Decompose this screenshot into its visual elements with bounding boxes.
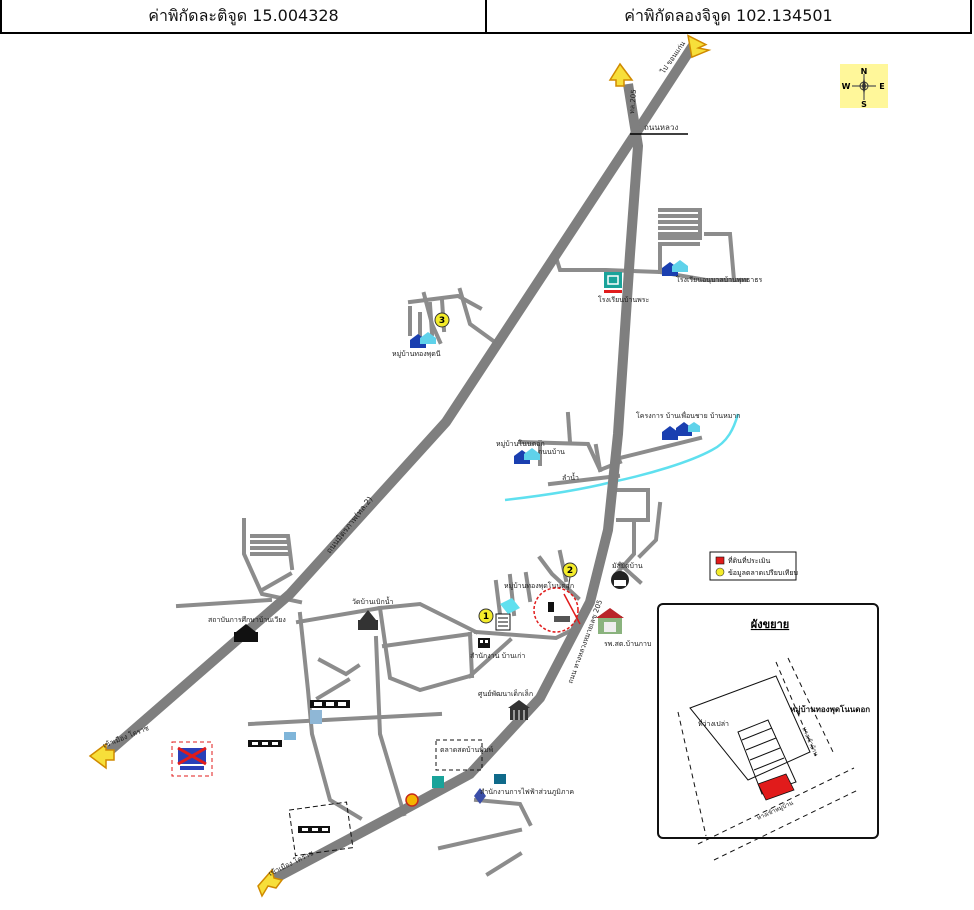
parcel-shape	[500, 598, 520, 614]
village-subject-label: หมู่บ้านทองพุดโนนดอก	[504, 581, 574, 590]
school-left-label: สถาบันการศึกษาบ้านเวียง	[208, 615, 286, 624]
compass-s: S	[861, 100, 867, 109]
school-logo-icon	[171, 741, 213, 777]
legend-comparable-label: ข้อมูลตลาดเปรียบเทียบ	[728, 569, 798, 577]
marker-1-label: 1	[483, 612, 489, 622]
compass-rose: N S E W	[840, 64, 888, 109]
compass-n: N	[861, 67, 868, 76]
arrow-khon-kaen	[687, 34, 712, 59]
road-arrows	[88, 34, 712, 898]
arrow-south	[257, 868, 284, 898]
school-top-icon	[604, 272, 622, 293]
route-205-label: ทล.205	[628, 89, 638, 114]
office-label: สำนักงาน บ้านเก่า	[470, 652, 525, 660]
school-village-label: โรงเรียนอนุบาลบ้านพุทธาธร	[676, 275, 762, 284]
inset-subject-plot	[757, 773, 795, 801]
river-label: ลำน้ำ	[562, 471, 579, 482]
school-top-label: โรงเรียนบ้านพระ	[598, 295, 650, 304]
minor-roads	[175, 208, 748, 877]
market-label: ตลาดสดบ้านพิมพ์	[440, 746, 494, 754]
temple-label: วัดบ้านเบิกน้ำ	[352, 595, 393, 606]
gas-station-icon	[405, 774, 506, 807]
house-icon	[410, 332, 436, 348]
major-roads	[102, 41, 699, 885]
compass-e: E	[879, 82, 884, 91]
legend-subject-label: ที่ดินที่ประเมิน	[728, 556, 771, 565]
housing-right-label: โครงการ บ้านเพื่อนชาย บ้านหมาก	[636, 411, 741, 420]
arrow-north	[608, 62, 634, 87]
gas-station-label: สำนักงานการไฟฟ้าส่วนภูมิภาค	[480, 787, 574, 796]
coordinate-header: ค่าพิกัดละติจูด 15.004328 ค่าพิกัดลองจิจ…	[0, 0, 972, 34]
market-area	[435, 739, 483, 771]
inset-village-label: หมู่บ้านทองพุดโนนดอก	[790, 704, 870, 715]
inset-plot-label: ที่ว่างเปล่า	[698, 719, 729, 728]
office-icon	[478, 638, 490, 648]
marker-2-label: 2	[567, 566, 573, 576]
comparable-marker-2: 2	[562, 562, 578, 591]
mosque-icon	[611, 571, 629, 589]
building-blocks	[248, 700, 350, 833]
location-map: ถนนหลวง ถนนมิตรภาพ(ทล.2) ไป ขอนแก่น เข้า…	[88, 34, 888, 898]
latitude-cell: ค่าพิกัดละติจูด 15.004328	[148, 5, 339, 25]
top-road-label: ถนนหลวง	[644, 123, 678, 132]
inset-title: ผังขยาย	[751, 618, 789, 631]
health-center-icon	[596, 608, 624, 634]
village-3-label: หมู่บ้านทองพุดนี	[392, 350, 441, 358]
comparable-marker-3: 3	[434, 312, 450, 328]
to-korat-left-label: เข้าเมือง โคราช	[101, 723, 150, 750]
comparable-marker-1: 1	[478, 608, 494, 624]
temple-icon	[358, 610, 378, 630]
compass-w: W	[842, 82, 851, 91]
mosque-label: มัสยิดบ้าน	[612, 562, 643, 570]
river	[504, 413, 740, 502]
map-legend: ที่ดินที่ประเมิน ข้อมูลตลาดเปรียบเทียบ	[709, 551, 798, 581]
health-label: รพ.สต.บ้านกาบ	[604, 640, 651, 648]
soi-label: ถนนบ้าน	[538, 448, 565, 456]
longitude-cell: ค่าพิกัดลองจิจูด 102.134501	[485, 0, 970, 32]
school-building-icon	[495, 613, 511, 631]
house-icon	[662, 422, 700, 440]
arrow-west	[88, 742, 115, 770]
subject-location	[533, 587, 581, 633]
dashed-area-south	[288, 801, 354, 857]
house-icon	[662, 260, 688, 276]
mittraphap-highway	[102, 41, 699, 758]
government-building-icon	[234, 624, 258, 642]
inset-map: ผังขยาย ที่ว่างเปล่า หมู่บ้านทองพุดโนนดอ…	[657, 603, 879, 861]
village-center-label: หมู่บ้านโนนดอก	[496, 439, 545, 448]
kindergarten-label: ศูนย์พัฒนาเด็กเล็ก	[478, 689, 533, 698]
marker-3-label: 3	[439, 316, 445, 326]
highway-205	[269, 83, 644, 885]
kindergarten-icon	[508, 700, 530, 720]
house-icon	[514, 448, 540, 464]
mittraphap-label: ถนนมิตรภาพ(ทล.2)	[324, 495, 374, 555]
